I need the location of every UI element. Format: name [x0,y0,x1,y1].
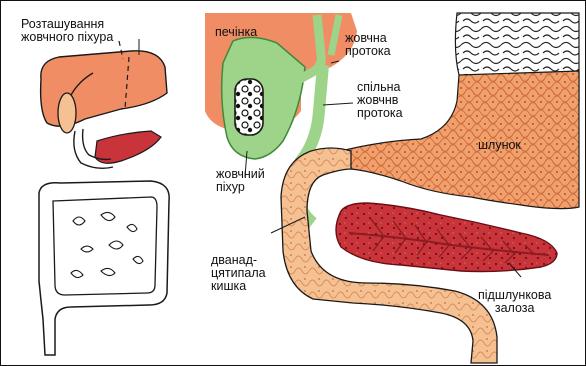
small-gallbladder [58,93,76,133]
label-bile-duct: жовчна протока [345,32,391,58]
label-common-bile-duct: спільна жовчнв протока [357,81,403,120]
small-stomach [95,131,161,163]
small-intestine [39,181,169,355]
location-diagram [39,41,169,355]
pancreas [336,203,557,272]
label-pancreas: підшлункова залоза [478,289,551,315]
label-liver: печінка [215,26,257,39]
label-gallbladder: жовчний піхур [216,168,265,194]
gallstones [235,79,263,135]
label-duodenum: дванад- цятипала кишка [211,254,266,293]
location-title: Розташування жовчного піхура [21,18,113,44]
label-stomach: шлунок [478,139,521,152]
